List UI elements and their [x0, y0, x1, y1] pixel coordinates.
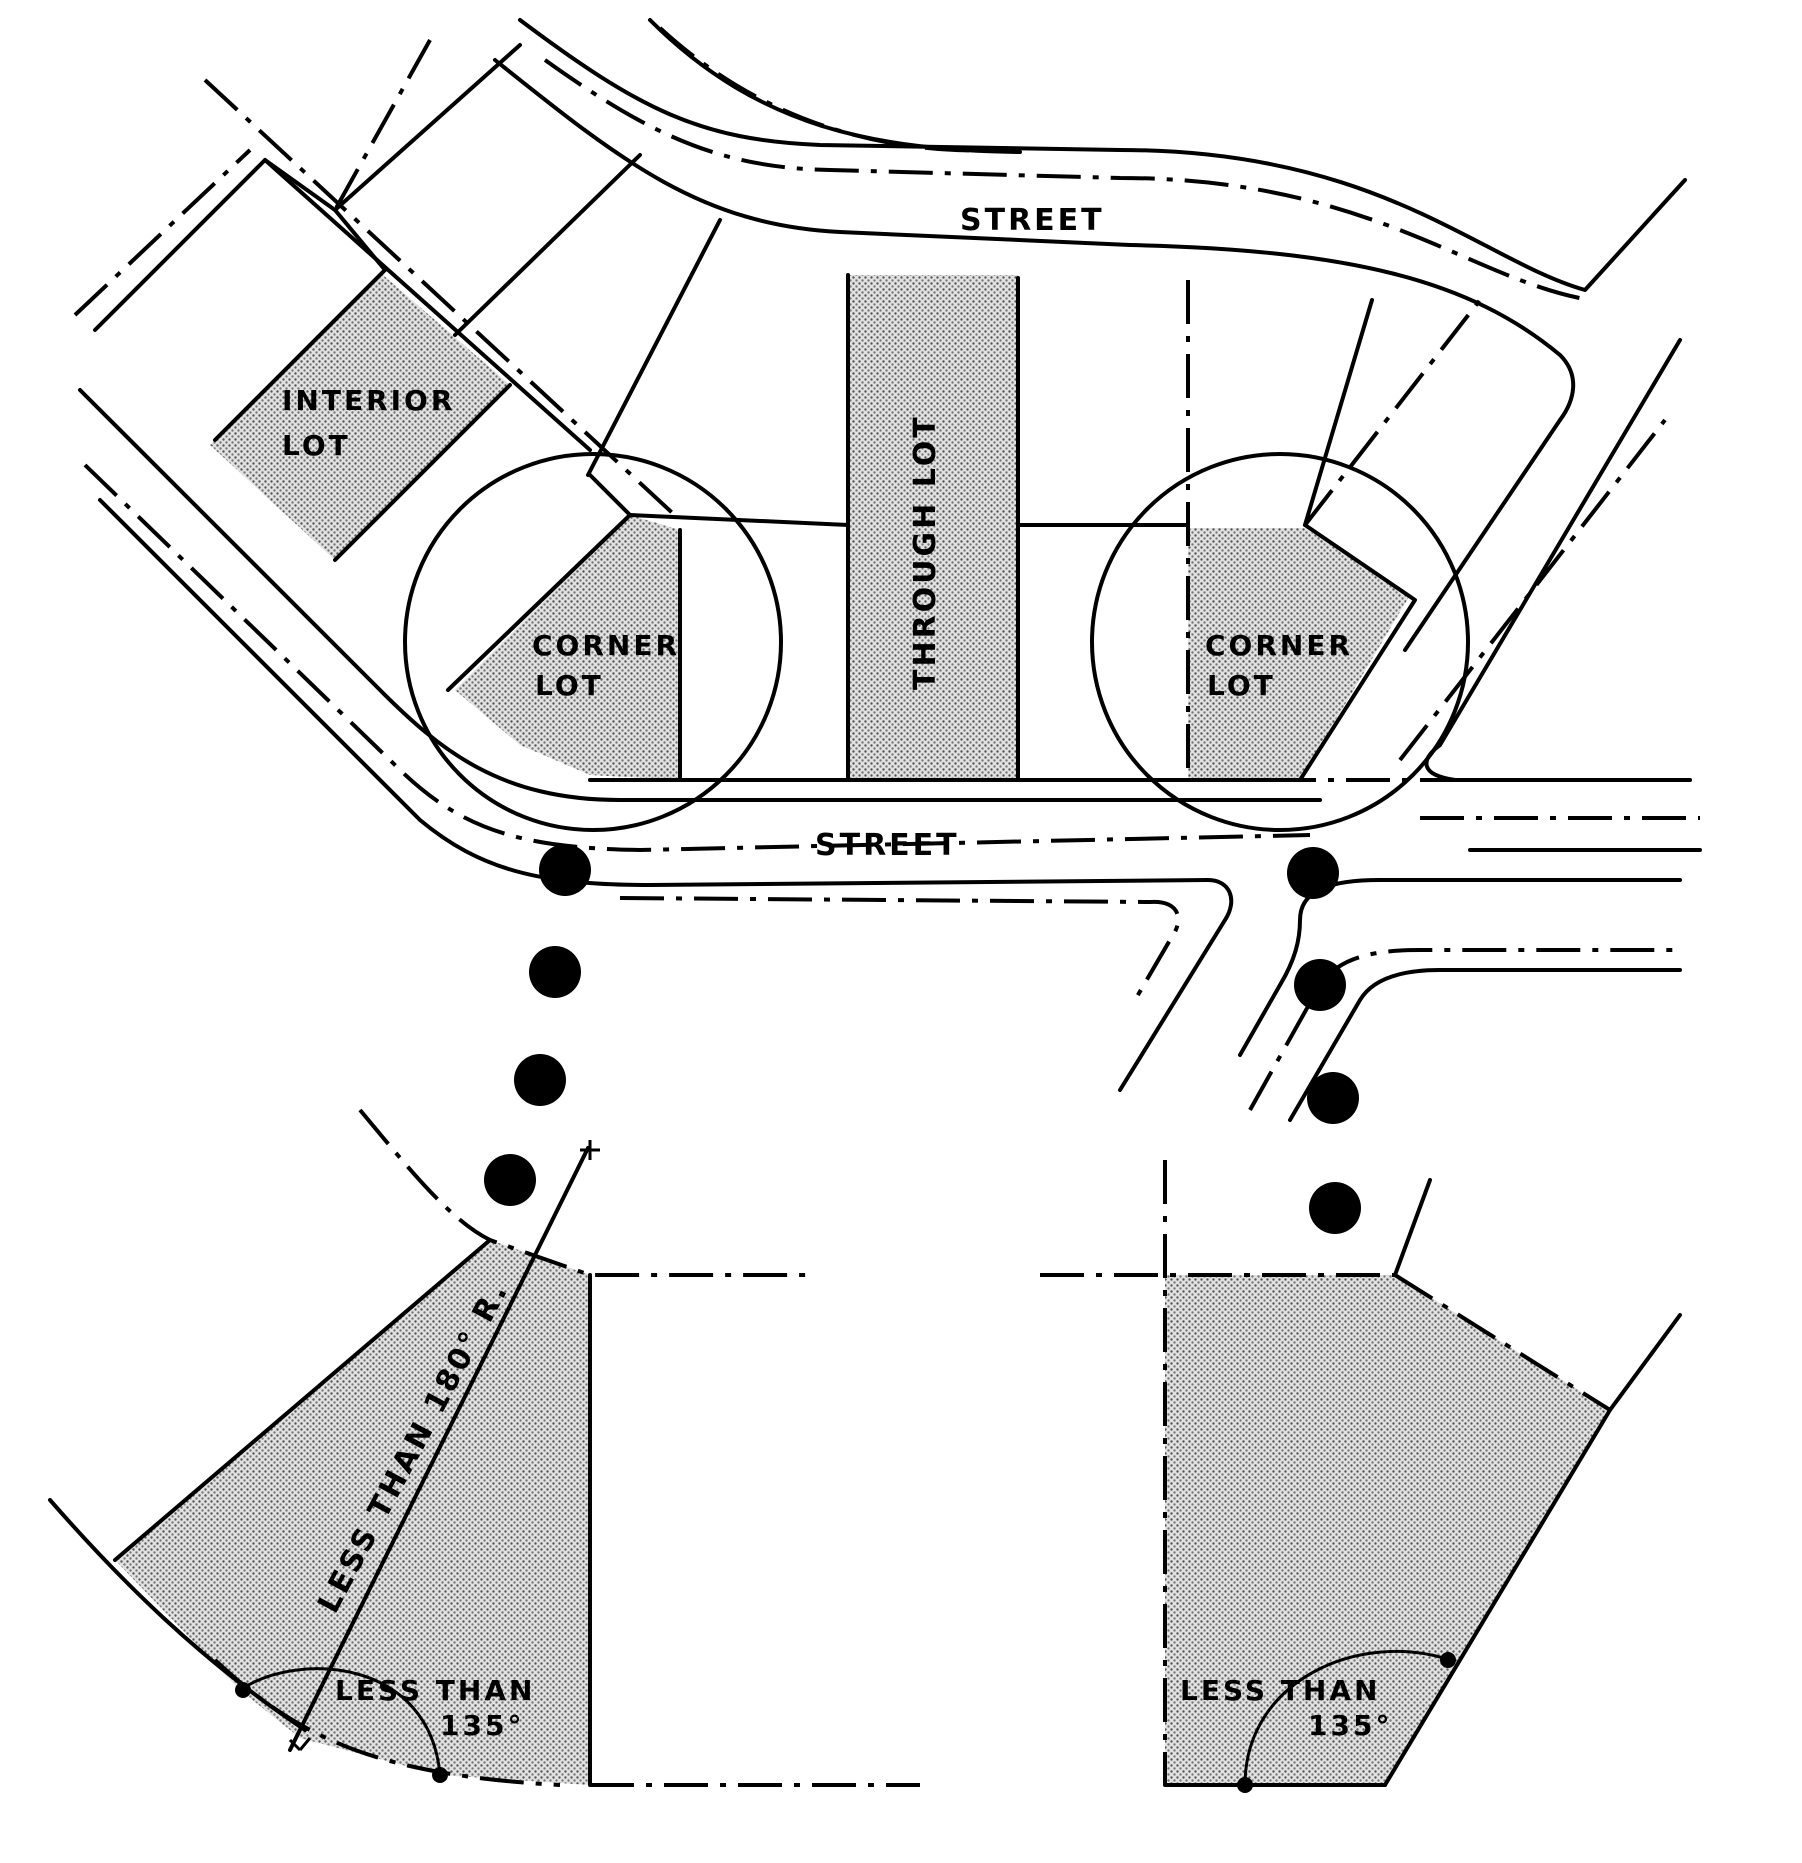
street-label-middle: STREET	[815, 828, 960, 863]
connector-dot	[1294, 959, 1346, 1011]
middle-street	[78, 338, 1702, 1122]
connector-dot	[529, 946, 581, 998]
connector-dot	[1287, 847, 1339, 899]
through-lot-label: THROUGH LOT	[908, 414, 943, 690]
connector-dot	[514, 1054, 566, 1106]
center-lot-lines	[846, 273, 1482, 782]
angle-note-left: 135°	[440, 1709, 524, 1742]
corner-lot-left-circle	[403, 452, 783, 832]
corner-lot-left-label: CORNER	[532, 629, 680, 662]
connector-dots	[484, 844, 1361, 1234]
corner-lot-left-label: LOT	[535, 669, 604, 702]
angle-note-left: LESS THAN	[335, 1674, 535, 1707]
interior-lot-label: LOT	[282, 429, 351, 462]
interior-lot-label: INTERIOR	[282, 384, 455, 417]
connector-dot	[539, 844, 591, 896]
detail-left-lot-shape	[115, 1240, 590, 1785]
corner-lot-left-shape	[455, 515, 680, 780]
connector-dot	[1307, 1072, 1359, 1124]
detail-right-lot-shape	[1165, 1275, 1610, 1785]
corner-lot-right-label: LOT	[1207, 669, 1276, 702]
street-label-top: STREET	[960, 203, 1105, 238]
detail-right	[1040, 1160, 1682, 1793]
top-street	[493, 18, 1687, 652]
highlight-circles	[403, 452, 1470, 832]
interior-lot-shape	[210, 275, 510, 560]
angle-note-right: LESS THAN	[1180, 1674, 1380, 1707]
connector-dot	[484, 1154, 536, 1206]
corner-lot-right-label: CORNER	[1205, 629, 1353, 662]
corner-lot-right-shape	[1188, 528, 1410, 780]
through-lot-shape	[848, 275, 1018, 780]
corner-lot-right-circle	[1090, 452, 1470, 832]
detail-left	[48, 1108, 920, 1787]
angle-note-right: 135°	[1308, 1709, 1392, 1742]
top-left-block-lines	[73, 39, 850, 782]
connector-dot	[1309, 1182, 1361, 1234]
shaded-lots-top	[210, 275, 1410, 780]
